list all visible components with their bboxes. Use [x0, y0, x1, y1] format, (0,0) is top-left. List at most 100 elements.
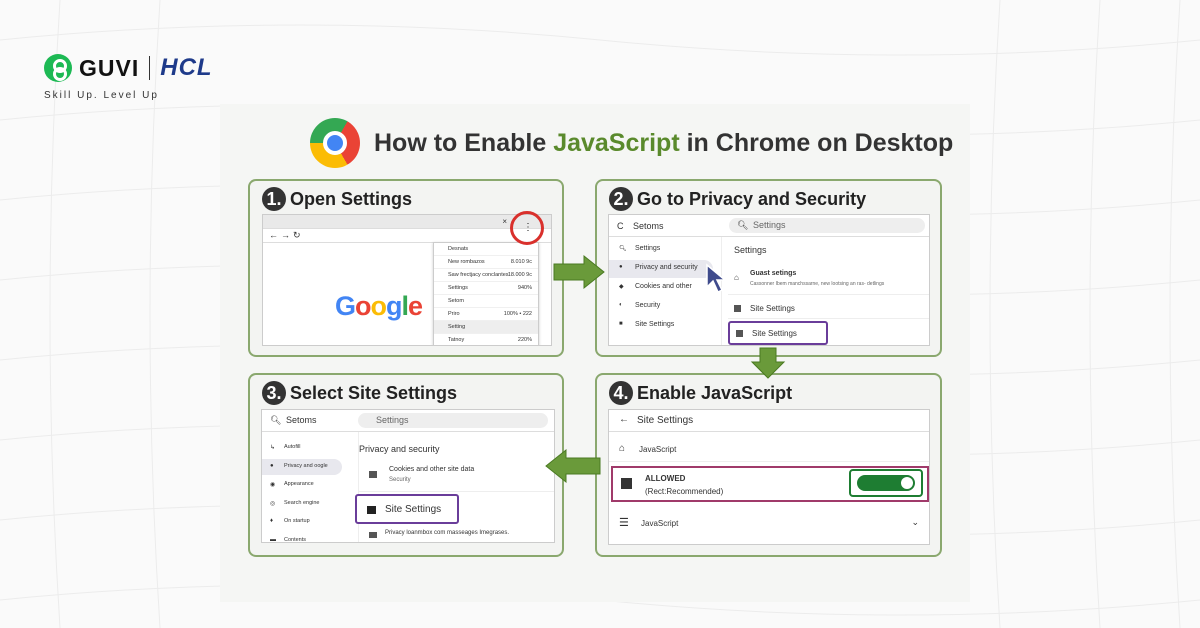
- sidebar-item[interactable]: 🔍︎Settings: [619, 245, 661, 252]
- step-1-number: 1.: [262, 187, 286, 211]
- home-icon: ⌂: [734, 273, 739, 282]
- sidebar-icon: ●: [619, 264, 623, 270]
- recommended-label: (Rect:Recommended): [645, 487, 724, 496]
- arrow-step4-to-step3: [545, 448, 601, 484]
- back-icon[interactable]: ←: [269, 230, 278, 240]
- step-2-title: Go to Privacy and Security: [637, 188, 867, 209]
- guest-settings-row[interactable]: ⌂ Guast setings Cassonner Ibem manchssar…: [728, 265, 929, 295]
- guvi-logo-icon: [44, 54, 72, 82]
- address-bar-row: ← → ↻: [263, 229, 551, 243]
- settings-sidebar: 🔍︎Settings ●Privacy and security ◆Cookies …: [609, 237, 719, 345]
- settings-search-input[interactable]: 🔍︎ Settings: [729, 218, 925, 233]
- sidebar-icon: ◉: [270, 482, 276, 488]
- step-3-title: Select Site Settings: [290, 382, 458, 403]
- site-settings-icon: [734, 305, 741, 312]
- allowed-row-highlight: ALLOWED (Rect:Recommended): [611, 466, 929, 502]
- site-settings-highlight[interactable]: Site Settings: [728, 321, 828, 345]
- arrow-step2-to-step4: [750, 347, 786, 379]
- brand-tagline: Skill Up. Level Up: [44, 90, 159, 101]
- step-2-card: 2. Go to Privacy and Security C Setoms 🔍…: [595, 179, 942, 357]
- google-logo: Google: [335, 291, 423, 321]
- step-1-title: Open Settings: [290, 188, 413, 209]
- settings-main: Privacy and security Cookies and other s…: [355, 432, 554, 542]
- mouse-cursor-icon: [706, 263, 728, 294]
- allowed-label: ALLOWED: [645, 474, 686, 483]
- sidebar-item[interactable]: ◉Appearance: [270, 481, 314, 488]
- hcl-logo-text: HCL: [160, 54, 213, 81]
- sidebar-item[interactable]: ●Privacy and oogle: [262, 458, 342, 475]
- site-settings-row[interactable]: Site Settings: [728, 299, 929, 319]
- site-settings-icon: [367, 506, 376, 514]
- reload-icon[interactable]: ↻: [293, 230, 301, 240]
- sidebar-item[interactable]: ■Site Settings: [619, 321, 675, 328]
- step-3-card: 3. Select Site Settings 🔍︎ Setoms Settin…: [248, 373, 564, 557]
- javascript-settings-screenshot: ← Site Settings ⌂ JavaScript ALLOWED (Re…: [608, 409, 930, 545]
- privacy-heading: Privacy and security: [359, 444, 440, 454]
- sidebar-icon: ●: [270, 462, 274, 469]
- back-arrow-icon[interactable]: ←: [619, 414, 629, 425]
- sidebar-icon: ↳: [270, 445, 276, 451]
- sidebar-item[interactable]: ●Privacy and security: [609, 260, 713, 278]
- toggle-highlight: [849, 469, 923, 497]
- step-4-number: 4.: [609, 381, 633, 405]
- chevron-down-icon[interactable]: ⌄: [911, 517, 919, 527]
- arrow-step1-to-step2: [553, 254, 605, 290]
- sidebar-icon: ◐: [619, 302, 623, 308]
- settings-header: C Setoms 🔍︎ Settings: [609, 215, 929, 237]
- sidebar-icon: ▬: [270, 536, 276, 543]
- menu-item[interactable]: Setom: [434, 295, 538, 308]
- toggle-knob: [901, 477, 913, 489]
- menu-item[interactable]: Desnats: [434, 243, 538, 256]
- step-2-number: 2.: [609, 187, 633, 211]
- cookie-icon: [369, 471, 377, 478]
- infographic-title: How to Enable JavaScript in Chrome on De…: [310, 118, 953, 168]
- cookies-row[interactable]: Cookies and other site data Security: [359, 460, 554, 492]
- privacy-row[interactable]: Privacy loanmbox com masseages Imegrases…: [359, 528, 554, 542]
- javascript-icon: [621, 478, 632, 489]
- site-settings-icon: [736, 330, 743, 337]
- chrome-logo-icon: [310, 118, 360, 168]
- brand-header: GUVI HCL Skill Up. Level Up: [44, 54, 213, 101]
- sidebar-item[interactable]: ↳Autofill: [270, 444, 301, 451]
- sidebar-item[interactable]: ▬Contents: [270, 536, 307, 543]
- guvi-logo-text: GUVI: [79, 54, 140, 81]
- settings-heading: Settings: [734, 245, 767, 255]
- sidebar-item[interactable]: ♦On startup: [270, 518, 310, 524]
- javascript-collapse-row[interactable]: ☰ JavaScript ⌄: [619, 517, 919, 529]
- sidebar-item[interactable]: ◐Security: [619, 302, 661, 309]
- javascript-toggle-switch[interactable]: [857, 475, 915, 491]
- sidebar-icon: ◎: [270, 500, 276, 507]
- menu-item[interactable]: Setting: [434, 321, 538, 334]
- main-title: How to Enable JavaScript in Chrome on De…: [374, 128, 954, 157]
- refresh-icon: C: [617, 221, 624, 231]
- step-4-card: 4. Enable JavaScript ← Site Settings ⌂ J…: [595, 373, 942, 557]
- home-icon: ⌂: [619, 443, 626, 454]
- sidebar-item[interactable]: ◆Cookies and other: [619, 283, 692, 290]
- sidebar-icon: ◆: [619, 284, 624, 290]
- step-3-number: 3.: [262, 381, 286, 405]
- forward-icon[interactable]: →: [281, 230, 290, 240]
- settings-app-name: Setoms: [633, 221, 664, 231]
- brand-divider: [149, 56, 151, 80]
- settings-search-input[interactable]: Settings: [358, 413, 548, 428]
- settings-header: 🔍︎ Setoms Settings: [262, 410, 554, 432]
- javascript-row: ⌂ JavaScript: [609, 438, 929, 462]
- sidebar-item[interactable]: ◎Search engine: [270, 499, 320, 507]
- close-tab-icon[interactable]: ×: [502, 217, 507, 226]
- sidebar-icon: ■: [619, 321, 623, 327]
- kebab-menu-icon[interactable]: ⋮: [523, 222, 533, 233]
- list-icon: ☰: [619, 517, 629, 529]
- site-settings-header: ← Site Settings: [609, 410, 929, 432]
- privacy-icon: [369, 532, 377, 538]
- settings-main: Settings ⌂ Guast setings Cassonner Ibem …: [721, 237, 929, 345]
- sidebar-icon: ♦: [270, 518, 274, 524]
- step-4-title: Enable JavaScript: [637, 382, 793, 403]
- site-settings-highlight[interactable]: Site Settings: [355, 494, 459, 524]
